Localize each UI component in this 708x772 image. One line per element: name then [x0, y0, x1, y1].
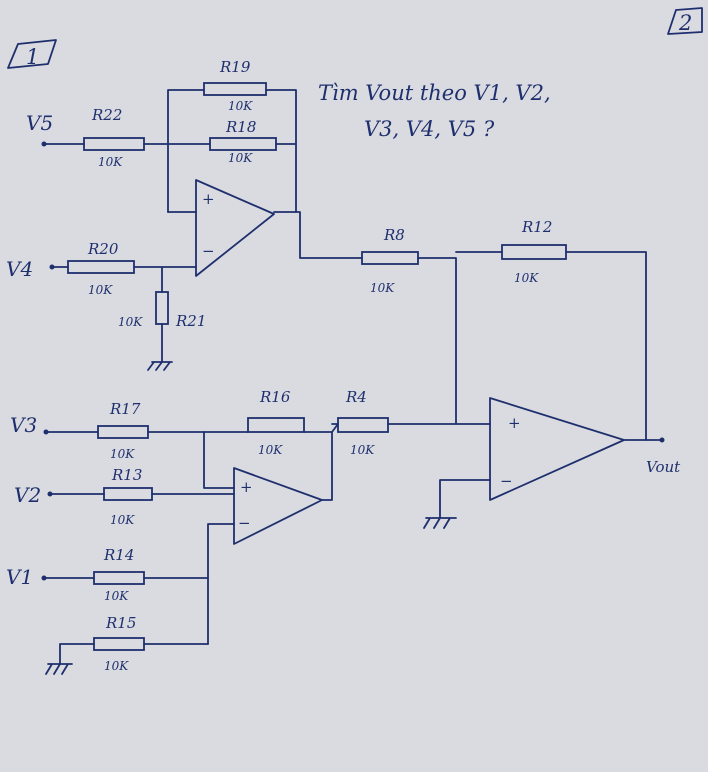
- page-marker-2: 2: [667, 7, 703, 35]
- r14-name: R14: [103, 546, 134, 564]
- middle-opamp-minus: −: [238, 514, 251, 532]
- input-v2-label: V2: [14, 483, 41, 507]
- input-v1-label: V1: [6, 565, 33, 589]
- r16-name: R16: [259, 388, 291, 406]
- r21-name: R21: [175, 312, 206, 330]
- final-opamp-plus: +: [508, 414, 521, 432]
- r18-name: R18: [225, 118, 256, 136]
- r12-value: 10K: [514, 271, 539, 285]
- question-line-2: V3, V4, V5 ?: [364, 117, 495, 141]
- r13-value: 10K: [110, 513, 135, 527]
- r4-value: 10K: [350, 443, 375, 457]
- r13-name: R13: [111, 466, 142, 484]
- r17-value: 10K: [110, 447, 135, 461]
- page-number-2: 2: [678, 11, 692, 35]
- stage-final: [361, 244, 665, 529]
- r15-value: 10K: [104, 659, 129, 673]
- r16-value: 10K: [258, 443, 283, 457]
- r4-name: R4: [345, 388, 367, 406]
- r8-value: 10K: [370, 281, 395, 295]
- r19-name: R19: [219, 58, 251, 76]
- page-marker-1: 1: [7, 39, 57, 69]
- r12-name: R12: [521, 218, 552, 236]
- top-opamp-plus: +: [202, 190, 215, 208]
- stage-top: [41, 82, 363, 371]
- r19-value: 10K: [228, 99, 253, 113]
- r21-value: 10K: [118, 315, 143, 329]
- input-v5-label: V5: [26, 111, 53, 135]
- r15-name: R15: [105, 614, 136, 632]
- input-v4-label: V4: [6, 257, 33, 281]
- top-opamp-minus: −: [202, 242, 215, 260]
- middle-opamp-plus: +: [240, 478, 253, 496]
- r8-name: R8: [383, 226, 405, 244]
- input-v3-label: V3: [10, 413, 37, 437]
- r20-name: R20: [87, 240, 119, 258]
- r14-value: 10K: [104, 589, 129, 603]
- output-vout-label: Vout: [646, 458, 681, 476]
- r17-name: R17: [109, 400, 141, 418]
- r20-value: 10K: [88, 283, 113, 297]
- stage-middle: [41, 417, 389, 675]
- question-line-1: Tìm Vout theo V1, V2,: [318, 81, 551, 105]
- r22-name: R22: [91, 106, 122, 124]
- page-number-1: 1: [26, 45, 39, 69]
- final-opamp-minus: −: [500, 472, 513, 490]
- r18-value: 10K: [228, 151, 253, 165]
- r22-value: 10K: [98, 155, 123, 169]
